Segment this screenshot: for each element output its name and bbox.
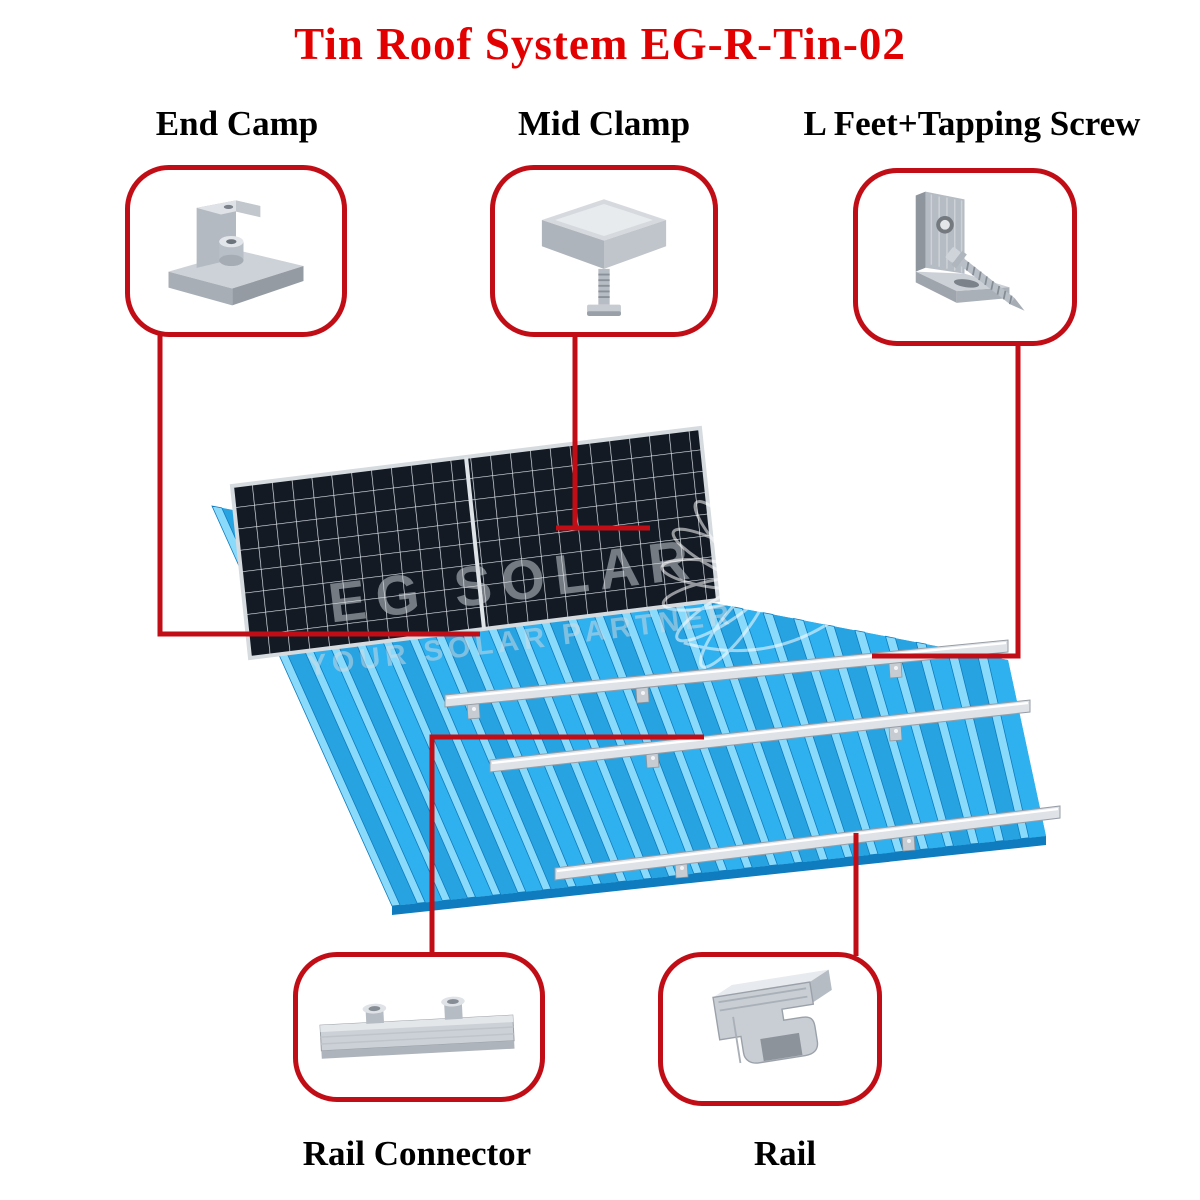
callout-l-feet — [853, 168, 1077, 346]
rail-3 — [554, 805, 1061, 881]
label-rail: Rail — [753, 1134, 817, 1173]
rail-render — [712, 969, 832, 1064]
mounting-rails — [444, 639, 1061, 881]
leader-lines — [157, 334, 1021, 956]
connector-bolt-2 — [441, 996, 465, 1020]
connector-bolt-1 — [362, 1003, 387, 1024]
label-end-clamp: End Camp — [155, 104, 319, 143]
rail-connector-render — [319, 996, 515, 1059]
solar-panel-array — [229, 425, 721, 661]
label-l-feet: L Feet+Tapping Screw — [803, 104, 1141, 143]
fan-logo-watermark — [660, 473, 875, 669]
label-rail-connector: Rail Connector — [302, 1134, 532, 1173]
roof-eave-edge — [392, 836, 1046, 915]
end-clamp-render — [168, 200, 304, 306]
leader-l-feet — [872, 344, 1021, 659]
callout-rail-connector — [293, 952, 545, 1102]
callout-rail — [658, 952, 882, 1106]
callout-end-clamp — [125, 165, 347, 337]
callout-mid-clamp — [490, 165, 718, 337]
leader-end-clamp — [157, 334, 480, 637]
page-title: Tin Roof System EG-R-Tin-02 — [294, 19, 906, 69]
panel-divider — [464, 456, 486, 630]
label-mid-clamp: Mid Clamp — [517, 104, 691, 143]
rail-2 — [489, 699, 1031, 773]
mid-clamp-render — [541, 199, 667, 316]
tapping-screw — [945, 247, 1025, 311]
rail-1 — [444, 639, 1009, 708]
leader-mid-clamp — [556, 334, 650, 531]
leader-rail-connector — [429, 734, 704, 956]
l-feet-tapping-screw-render — [915, 191, 1025, 311]
l-feet-on-roof — [466, 661, 916, 879]
